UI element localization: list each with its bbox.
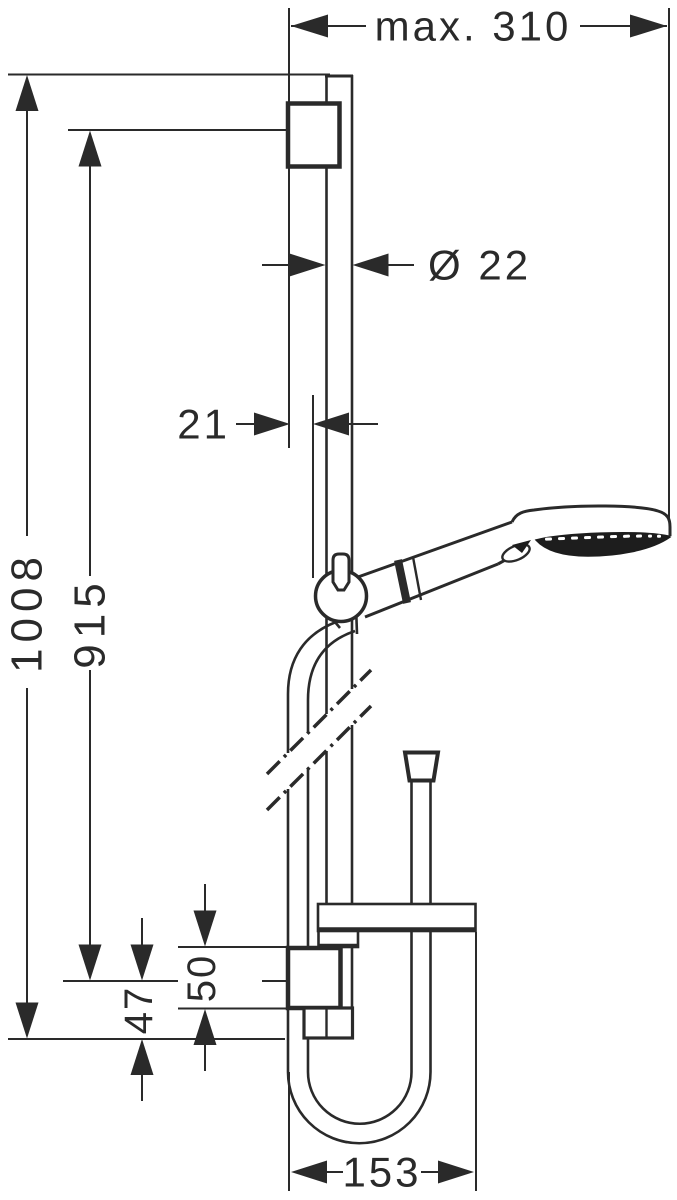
shower-hose bbox=[286, 620, 441, 1145]
dim-label-rail-diameter: Ø 22 bbox=[428, 242, 531, 289]
handle-grip-band bbox=[394, 559, 411, 604]
arrow-left bbox=[291, 14, 328, 38]
dimension-end-offset: 47 bbox=[117, 918, 161, 1101]
bottom-wall-bracket bbox=[285, 945, 343, 1011]
dim-label-hole-distance: 915 bbox=[66, 577, 115, 668]
hose-inner-edge bbox=[306, 629, 413, 1126]
dim-label-bracket-height: 50 bbox=[180, 954, 224, 1003]
top-wall-bracket bbox=[285, 101, 342, 169]
arrow-right bbox=[438, 1160, 474, 1184]
dim-label-total-height: 1008 bbox=[3, 551, 52, 673]
arrow-right bbox=[289, 253, 326, 277]
holder-pin bbox=[331, 552, 351, 592]
spray-nozzles bbox=[544, 534, 661, 541]
dimension-rail-diameter: Ø 22 bbox=[262, 242, 531, 289]
arrow-down bbox=[78, 944, 102, 981]
break-line-lower bbox=[265, 704, 373, 812]
dim-label-hose-bow-width: 153 bbox=[342, 1149, 421, 1196]
handle-bottom-edge bbox=[364, 562, 499, 619]
shower-head-outline bbox=[510, 504, 672, 536]
dimension-wall-offset: 21 bbox=[177, 401, 378, 448]
arrow-right bbox=[254, 412, 290, 436]
spray-selector-mark bbox=[512, 540, 531, 553]
handle-grip-line bbox=[411, 556, 423, 601]
dimension-hose-bow-width: 153 bbox=[291, 1149, 474, 1196]
hose-nut bbox=[402, 750, 441, 783]
arrow-left bbox=[313, 412, 349, 436]
arrow-left bbox=[291, 1160, 327, 1184]
handle-top-edge bbox=[357, 520, 513, 579]
dim-label-max-width: max. 310 bbox=[375, 3, 572, 50]
dim-label-end-offset: 47 bbox=[117, 986, 161, 1035]
arrow-right bbox=[630, 14, 667, 38]
spray-face bbox=[534, 532, 672, 557]
arrow-down bbox=[193, 910, 217, 947]
arrow-left bbox=[352, 253, 389, 277]
dimension-total-height: 1008 bbox=[3, 75, 52, 1039]
arrow-down bbox=[15, 1002, 39, 1039]
hand-shower bbox=[313, 504, 672, 635]
break-line-upper bbox=[265, 668, 373, 776]
arrow-up bbox=[130, 1039, 154, 1075]
break-lines bbox=[265, 668, 373, 812]
rail-end-cap bbox=[302, 1006, 355, 1040]
arrow-up bbox=[15, 75, 39, 111]
dimension-hole-distance: 915 bbox=[66, 130, 115, 981]
dimension-max-width: max. 310 bbox=[291, 3, 667, 50]
soap-dish-plate bbox=[316, 902, 477, 933]
hose-outer-edge bbox=[286, 620, 432, 1145]
arrow-up bbox=[193, 1009, 217, 1045]
dimensions: max. 310 Ø 22 21 1008 bbox=[3, 3, 670, 1196]
soap-dish bbox=[316, 902, 477, 949]
arrow-down bbox=[130, 944, 154, 981]
dimension-bracket-height: 50 bbox=[180, 884, 224, 1071]
dim-label-wall-offset: 21 bbox=[177, 401, 230, 448]
arrow-up bbox=[78, 130, 102, 167]
